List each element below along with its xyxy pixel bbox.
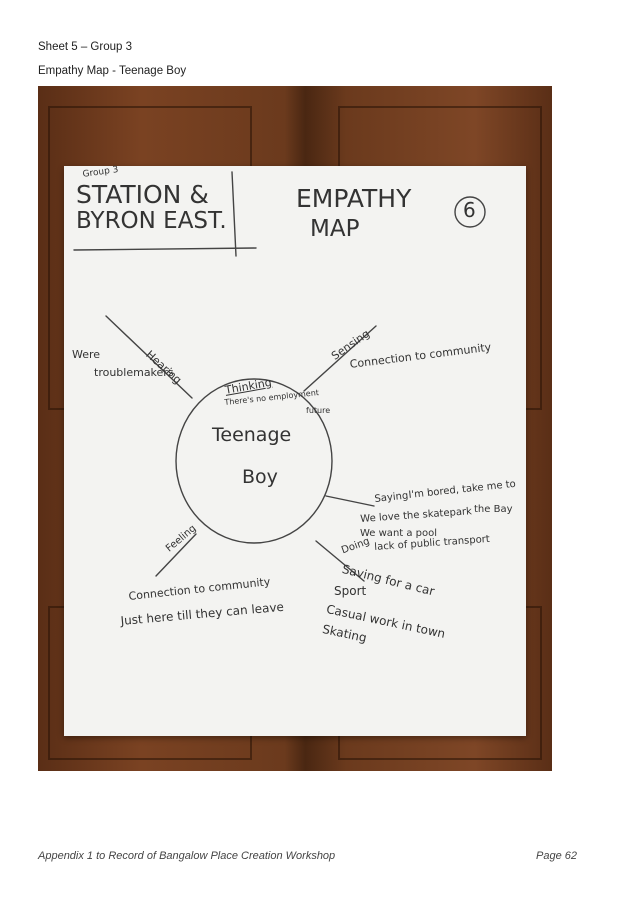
sensing-spoke — [303, 325, 377, 392]
doing-line-2: Sport — [334, 584, 367, 598]
poster-paper: Group 3 STATION & BYRON EAST. EMPATHY MA… — [64, 165, 526, 736]
poster-number: 6 — [463, 198, 476, 222]
poster-title-line-2: MAP — [310, 216, 360, 242]
feeling-spoke — [155, 533, 197, 577]
poster-drawing — [73, 171, 486, 582]
hearing-spoke — [105, 315, 193, 399]
location-line-1: STATION & — [76, 180, 209, 209]
sheet-heading: Sheet 5 – Group 3 — [38, 41, 132, 53]
number-circle — [454, 196, 486, 228]
footer-appendix: Appendix 1 to Record of Bangalow Place C… — [38, 850, 336, 862]
thinking-line-2: future — [306, 406, 331, 415]
location-line-2: BYRON EAST. — [76, 208, 227, 234]
center-line-1: Teenage — [212, 424, 292, 446]
footer-page-number: Page 62 — [536, 850, 577, 862]
saying-spoke — [325, 495, 375, 507]
saying-line-4: We want a pool — [360, 528, 438, 539]
center-circle — [175, 378, 333, 544]
hearing-line-1: Were — [72, 348, 101, 361]
sheet-subtitle: Empathy Map - Teenage Boy — [38, 65, 187, 77]
hearing-line-2: troublemakers — [94, 366, 174, 379]
doing-spoke — [315, 540, 365, 582]
empathy-map-photo: Group 3 STATION & BYRON EAST. EMPATHY MA… — [38, 86, 552, 771]
title-divider-vertical — [231, 171, 237, 257]
poster-title-line-1: EMPATHY — [296, 184, 412, 213]
title-divider-horizontal — [73, 247, 257, 251]
center-line-2: Boy — [242, 466, 278, 488]
saying-line-2: the Bay — [474, 504, 513, 515]
